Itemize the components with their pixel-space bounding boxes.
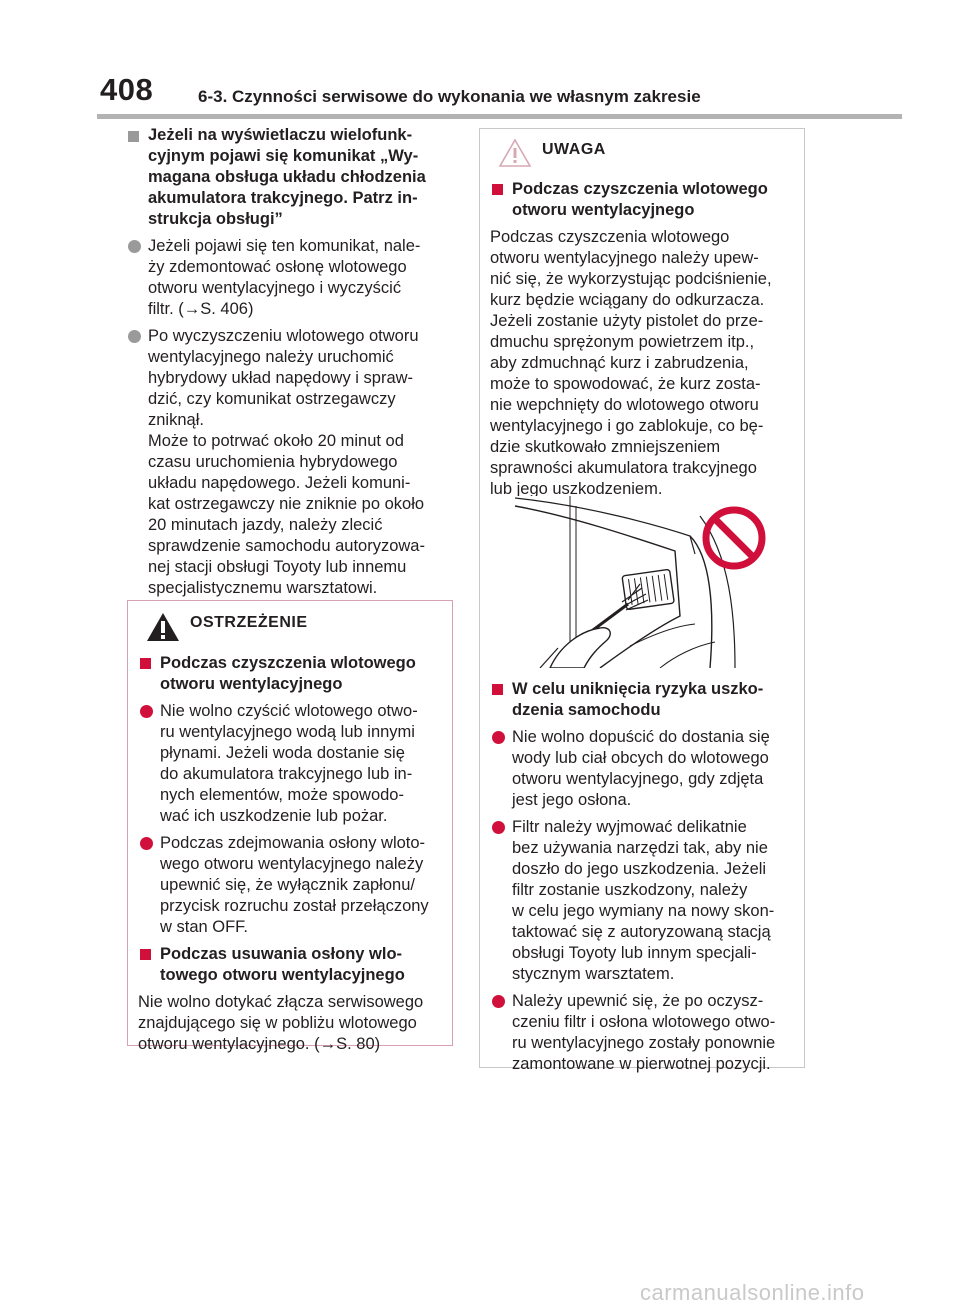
caution-triangle-icon <box>498 138 532 167</box>
square-bullet-icon <box>128 131 139 142</box>
page-number: 408 <box>100 72 154 107</box>
warning-header: OSTRZEŻENIE <box>128 601 452 651</box>
round-bullet-icon <box>492 731 505 744</box>
notice-header: UWAGA <box>480 129 804 179</box>
notice-heading-2: W celu uniknięcia ryzyka uszko- dzenia s… <box>492 679 796 721</box>
notice-body-2: W celu uniknięcia ryzyka uszko- dzenia s… <box>480 679 804 1075</box>
left-bullet-2: Po wyczyszczeniu wlotowego otworu wentyl… <box>128 326 458 599</box>
section-title: 6-3. Czynności serwisowe do wykonania we… <box>198 87 701 106</box>
notice-bullet-1: Nie wolno dopuścić do dostania się wody … <box>492 727 796 811</box>
warning-box: OSTRZEŻENIE Podczas czyszczenia wlotoweg… <box>127 600 453 1053</box>
watermark: carmanualsonline.info <box>640 1280 865 1305</box>
warning-bullet-2-text: Podczas zdejmowania osłony wloto- wego o… <box>160 834 429 936</box>
round-bullet-icon <box>128 240 141 253</box>
notice-box: UWAGA Podczas czyszczenia wlotowego otwo… <box>479 128 805 1073</box>
notice-bullet-2-text: Filtr należy wyjmować delikatnie bez uży… <box>512 818 775 983</box>
vent-cleaning-illustration <box>510 496 776 668</box>
notice-paragraph: Podczas czyszczenia wlotowego otworu wen… <box>490 228 772 498</box>
square-bullet-icon <box>492 184 503 195</box>
header-rule <box>97 114 902 119</box>
notice-heading-1-text: Podczas czyszczenia wlotowego otworu wen… <box>512 180 768 219</box>
left-bullet-1: Jeżeli pojawi się ten komunikat, nale- ż… <box>128 236 458 320</box>
warning-body: Podczas czyszczenia wlotowego otworu wen… <box>128 651 452 1055</box>
warning-heading-1: Podczas czyszczenia wlotowego otworu wen… <box>140 653 444 695</box>
notice-bullet-2: Filtr należy wyjmować delikatnie bez uży… <box>492 817 796 985</box>
notice-bullet-3-text: Należy upewnić się, że po oczysz- czeniu… <box>512 992 776 1073</box>
warning-bullet-2: Podczas zdejmowania osłony wloto- wego o… <box>140 833 444 938</box>
notice-title: UWAGA <box>542 141 606 158</box>
warning-triangle-icon <box>147 613 179 641</box>
round-bullet-icon <box>140 837 153 850</box>
left-column: Jeżeli na wyświetlaczu wielofunk- cyjnym… <box>128 125 458 599</box>
left-bullet-2-text: Po wyczyszczeniu wlotowego otworu wentyl… <box>148 327 425 597</box>
notice-bullet-3: Należy upewnić się, że po oczysz- czeniu… <box>492 991 796 1075</box>
round-bullet-icon <box>492 995 505 1008</box>
round-bullet-icon <box>140 705 153 718</box>
square-bullet-icon <box>140 658 151 669</box>
notice-heading-2-text: W celu uniknięcia ryzyka uszko- dzenia s… <box>512 680 764 719</box>
notice-bullet-1-text: Nie wolno dopuścić do dostania się wody … <box>512 728 770 809</box>
warning-heading-1-text: Podczas czyszczenia wlotowego otworu wen… <box>160 654 416 693</box>
vent-grille <box>621 569 675 610</box>
square-bullet-icon <box>140 949 151 960</box>
warning-bullet-1: Nie wolno czyścić wlotowego otwo- ru wen… <box>140 701 444 827</box>
left-heading-text: Jeżeli na wyświetlaczu wielofunk- cyjnym… <box>148 126 426 228</box>
warning-heading-2-text: Podczas usuwania osłony wlo- towego otwo… <box>160 945 405 984</box>
notice-heading-1: Podczas czyszczenia wlotowego otworu wen… <box>492 179 796 221</box>
left-heading: Jeżeli na wyświetlaczu wielofunk- cyjnym… <box>128 125 458 230</box>
warning-title: OSTRZEŻENIE <box>190 614 308 631</box>
round-bullet-icon <box>128 330 141 343</box>
square-bullet-icon <box>492 684 503 695</box>
warning-paragraph: Nie wolno dotykać złącza serwisowego zna… <box>138 993 424 1053</box>
round-bullet-icon <box>492 821 505 834</box>
warning-bullet-1-text: Nie wolno czyścić wlotowego otwo- ru wen… <box>160 702 418 825</box>
left-bullet-1-text: Jeżeli pojawi się ten komunikat, nale- ż… <box>148 237 421 318</box>
prohibition-icon <box>702 506 766 570</box>
notice-body: Podczas czyszczenia wlotowego otworu wen… <box>480 179 804 500</box>
warning-heading-2: Podczas usuwania osłony wlo- towego otwo… <box>140 944 444 986</box>
